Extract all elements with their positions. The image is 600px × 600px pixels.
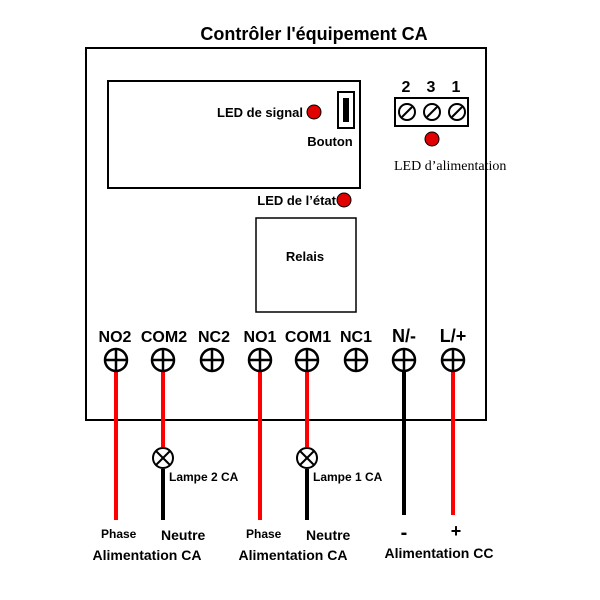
power-terminal-number-2: 3 xyxy=(427,79,436,96)
power-terminal-screw-1 xyxy=(398,103,416,121)
ac-supply-1-label: Alimentation CA xyxy=(239,547,348,563)
phase-1-label: Phase xyxy=(246,527,282,541)
lamp-2-label: Lampe 2 CA xyxy=(169,470,239,484)
terminal-screw-no1[interactable] xyxy=(247,347,273,373)
terminal-screw-n[interactable] xyxy=(391,347,417,373)
power-terminal-screw-3 xyxy=(448,103,466,121)
terminal-label-com2: COM2 xyxy=(141,329,187,346)
terminal-screw-com1[interactable] xyxy=(294,347,320,373)
ac-supply-2-label: Alimentation CA xyxy=(93,547,202,563)
lamp-1-label: Lampe 1 CA xyxy=(313,470,383,484)
state-led xyxy=(336,192,352,208)
signal-led xyxy=(306,104,322,120)
terminal-label-n: N/- xyxy=(392,326,416,346)
terminal-label-com1: COM1 xyxy=(285,329,331,346)
terminal-screw-nc1[interactable] xyxy=(343,347,369,373)
terminal-label-no2: NO2 xyxy=(99,329,132,346)
terminal-screw-com2[interactable] xyxy=(150,347,176,373)
diagram-title: Contrôler l'équipement CA xyxy=(200,24,427,44)
power-terminal-number-3: 1 xyxy=(452,79,461,96)
terminal-label-l: L/+ xyxy=(440,326,467,346)
dc-minus-label: - xyxy=(401,522,408,544)
terminal-label-nc1: NC1 xyxy=(340,329,372,346)
button-label: Bouton xyxy=(307,134,353,149)
dc-plus-label: + xyxy=(451,521,462,541)
receiver-module xyxy=(107,80,361,189)
lamp-2-icon xyxy=(152,447,174,469)
relay-label: Relais xyxy=(286,249,324,264)
neutre-1-label: Neutre xyxy=(306,527,351,543)
button-switch[interactable] xyxy=(337,91,355,129)
power-led-label: LED d’alimentation xyxy=(394,159,506,174)
terminal-screw-nc2[interactable] xyxy=(199,347,225,373)
phase-2-label: Phase xyxy=(101,527,137,541)
lamp-1-icon xyxy=(296,447,318,469)
terminal-screw-no2[interactable] xyxy=(103,347,129,373)
power-led xyxy=(424,131,440,147)
terminal-screw-l[interactable] xyxy=(440,347,466,373)
power-terminal-screw-2 xyxy=(423,103,441,121)
dc-supply-label: Alimentation CC xyxy=(385,545,494,561)
relay-box xyxy=(255,217,357,313)
signal-led-label: LED de signal xyxy=(217,105,303,120)
terminal-label-no1: NO1 xyxy=(244,329,277,346)
neutre-2-label: Neutre xyxy=(161,527,206,543)
terminal-label-nc2: NC2 xyxy=(198,329,230,346)
state-led-label: LED de l’état xyxy=(257,193,336,208)
power-terminal-number-1: 2 xyxy=(402,79,411,96)
